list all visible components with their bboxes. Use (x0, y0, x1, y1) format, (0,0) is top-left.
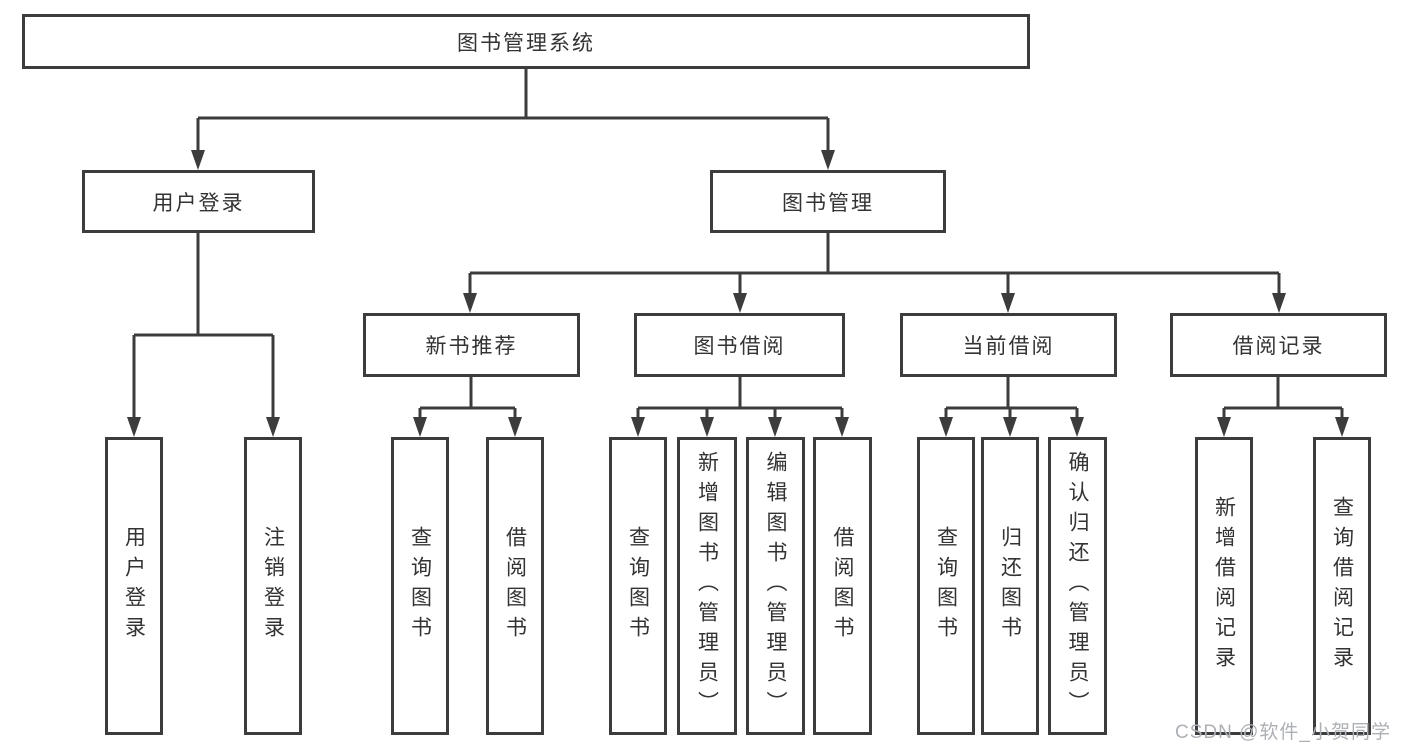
connector-user-login-to-leaves (127, 233, 280, 437)
connector-borrow-record-to-leaves (1217, 377, 1349, 437)
connector-current-borrow-to-leaves (939, 377, 1084, 437)
leaf-add-borrow-record: 新增借阅记录 (1195, 437, 1253, 735)
node-current-borrow: 当前借阅 (900, 313, 1117, 377)
leaf-borrow-books: 借阅图书 (813, 437, 872, 735)
connector-new-book-to-leaves (413, 377, 522, 437)
leaf-return-books: 归还图书 (981, 437, 1039, 735)
node-borrow-record: 借阅记录 (1170, 313, 1387, 377)
csdn-watermark: CSDN @软件_小贺同学 (1175, 722, 1391, 743)
node-book-borrow: 图书借阅 (634, 313, 845, 377)
leaf-edit-books-admin: 编辑图书（管理员） (746, 437, 805, 735)
connector-book-borrow-to-leaves (631, 377, 849, 437)
leaf-query-borrow-record: 查询借阅记录 (1313, 437, 1371, 735)
leaf-confirm-return-admin: 确认归还（管理员） (1048, 437, 1107, 735)
node-user-login: 用户登录 (82, 170, 315, 233)
node-new-book-recommend: 新书推荐 (363, 313, 580, 377)
leaf-add-books-admin: 新增图书（管理员） (677, 437, 737, 735)
leaf-logout: 注销登录 (244, 437, 302, 735)
node-root-library-system: 图书管理系统 (22, 14, 1030, 69)
leaf-recommend-query-books: 查询图书 (391, 437, 449, 735)
connector-root-to-level2 (191, 69, 835, 170)
leaf-current-query-books: 查询图书 (917, 437, 975, 735)
leaf-user-login: 用户登录 (105, 437, 163, 735)
node-book-management: 图书管理 (710, 170, 946, 233)
leaf-recommend-borrow-books: 借阅图书 (486, 437, 544, 735)
leaf-borrow-query-books: 查询图书 (609, 437, 667, 735)
connector-book-mgmt-to-level3 (463, 233, 1286, 313)
